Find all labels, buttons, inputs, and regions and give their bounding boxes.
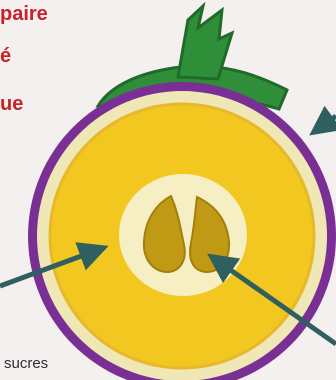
heading-line-3: ue xyxy=(0,94,23,114)
bottom-label: sucres xyxy=(4,356,48,371)
heading-line-2: é xyxy=(0,46,11,66)
skin-pointer-arrow xyxy=(314,116,336,132)
heading-line-1: paire xyxy=(0,4,48,24)
